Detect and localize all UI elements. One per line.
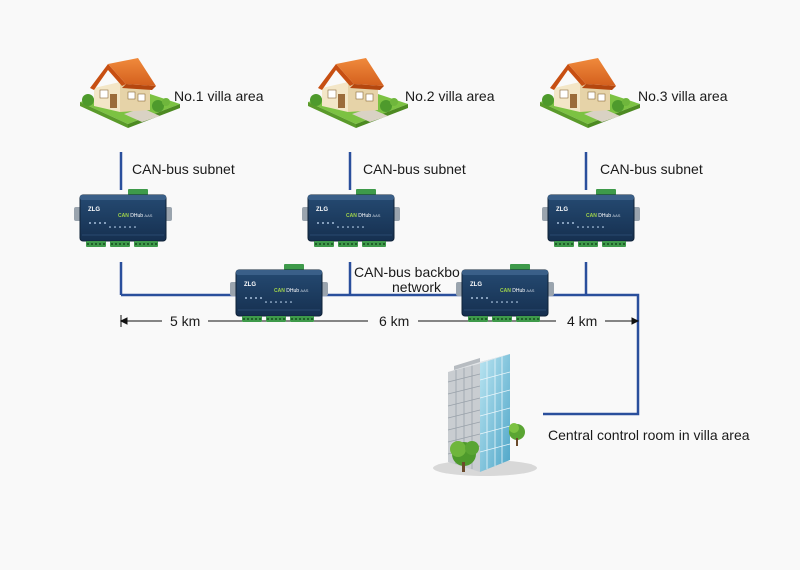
terminal-block-bottom — [468, 316, 540, 322]
terminal-block-top — [510, 264, 530, 270]
can-hub-device: ZLG CAN DHub AAS — [74, 189, 172, 247]
device-product: CAN DHub AAS — [118, 213, 153, 219]
terminal-block-top — [284, 264, 304, 270]
connection-lines — [119, 152, 640, 416]
villa-label-2: No.2 villa area — [405, 88, 495, 104]
office-building-icon — [433, 354, 537, 476]
device-product: CAN DHub AAS — [274, 288, 309, 294]
device-product: CAN DHub AAS — [346, 213, 381, 219]
backbone-line — [121, 293, 640, 416]
device-brand: ZLG — [556, 207, 568, 213]
device-brand: ZLG — [470, 282, 482, 288]
subnet-label-3: CAN-bus subnet — [600, 161, 703, 177]
terminal-block-top — [128, 189, 148, 195]
villa-label-1: No.1 villa area — [174, 88, 264, 104]
device-brand: ZLG — [316, 207, 328, 213]
house-icon — [540, 58, 640, 128]
terminal-block-top — [596, 189, 616, 195]
terminal-block-bottom — [554, 241, 626, 247]
villa-label-3: No.3 villa area — [638, 88, 728, 104]
can-hub-device: ZLG CAN DHub AAS — [302, 189, 400, 247]
terminal-block-bottom — [242, 316, 314, 322]
device-brand: ZLG — [244, 282, 256, 288]
device-brand: ZLG — [88, 207, 100, 213]
subnet-label-1: CAN-bus subnet — [132, 161, 235, 177]
terminal-block-bottom — [314, 241, 386, 247]
device-product: CAN DHub AAS — [586, 213, 621, 219]
terminal-block-bottom — [86, 241, 158, 247]
terminal-block-top — [356, 189, 376, 195]
can-hub-device: ZLG CAN DHub AAS — [456, 264, 554, 322]
backbone-label-line2: network — [392, 279, 442, 295]
distance-label-1: 5 km — [166, 313, 205, 329]
house-icon — [80, 58, 180, 128]
can-hub-device: ZLG CAN DHub AAS — [230, 264, 328, 322]
can-hub-device: ZLG CAN DHub AAS — [542, 189, 640, 247]
device-product: CAN DHub AAS — [500, 288, 535, 294]
distance-label-3: 4 km — [563, 313, 602, 329]
distance-label-2: 6 km — [375, 313, 414, 329]
control-room-label: Central control room in villa area — [548, 427, 750, 443]
subnet-label-2: CAN-bus subnet — [363, 161, 466, 177]
house-icon — [308, 58, 408, 128]
